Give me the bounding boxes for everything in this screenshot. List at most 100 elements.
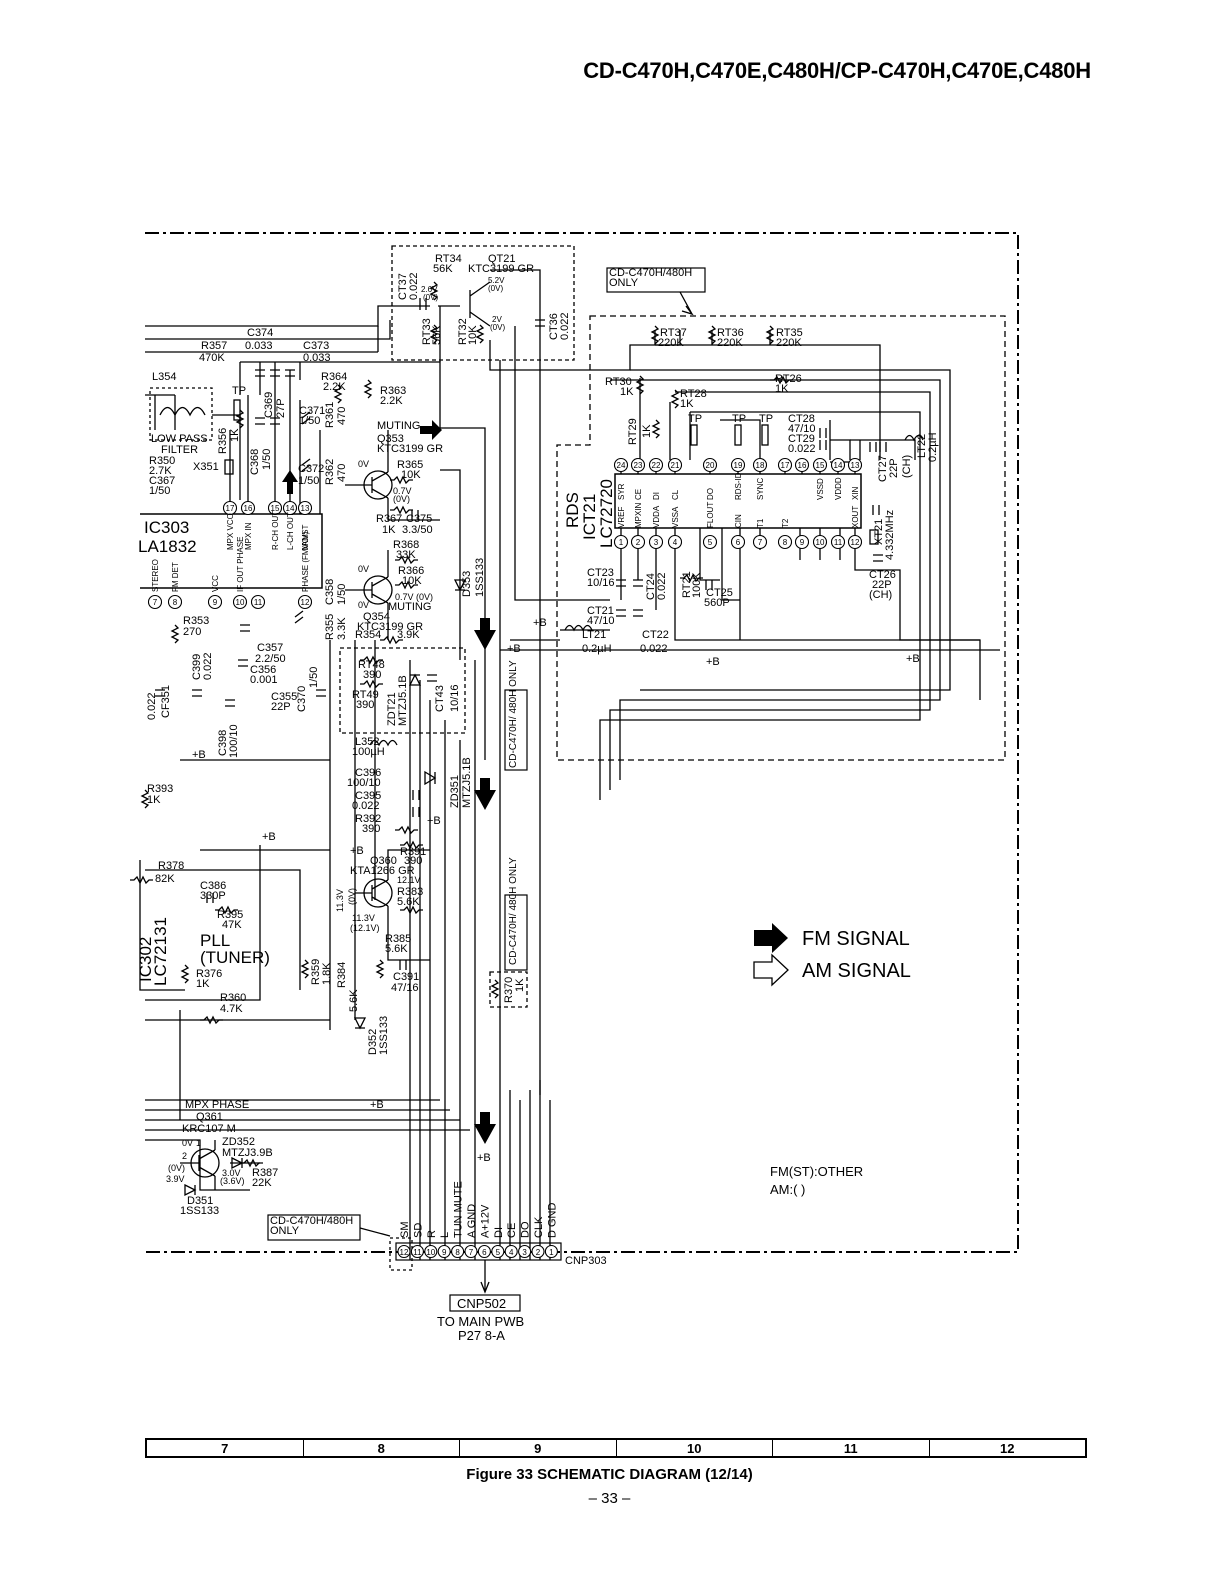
- c355-value-label: 22P: [271, 701, 291, 713]
- cnp303-pin-number: 10: [426, 1248, 435, 1257]
- voltage-2v: 2V: [492, 315, 502, 324]
- c358-value-label: 1/50: [336, 584, 348, 605]
- cnp303-signal-label: SM: [399, 1222, 411, 1239]
- ct43-ref-label: CT43: [434, 685, 446, 712]
- c357-value-label: 2.2/50: [255, 653, 286, 665]
- ict21-pin-top-name: VSSD: [816, 478, 825, 500]
- rt35-ref-label: RT35: [776, 327, 803, 339]
- q353-ref-label: Q353: [377, 433, 404, 445]
- voltage-0v-q360: (0V): [347, 888, 357, 905]
- r366-value-label: 10K: [402, 575, 422, 587]
- ict21-pin-bottom-name: T2: [781, 518, 790, 528]
- r363-ref-label: R363: [380, 385, 406, 397]
- grid-column-8: 8: [304, 1440, 460, 1456]
- grid-column-9: 9: [460, 1440, 617, 1456]
- cnp303-pin-circle: [437, 1244, 451, 1259]
- am-signal-arrow-icon: [753, 953, 789, 987]
- cnp303-signal-label: A GND: [466, 1204, 478, 1238]
- ict21-pin-top-name: XIN: [851, 486, 860, 500]
- r384-value-label: 5.6K: [348, 989, 360, 1012]
- c355-ref-label: C355: [271, 691, 297, 703]
- page-number: – 33 –: [588, 1490, 631, 1507]
- ct36-value-label: 0.022: [559, 312, 571, 340]
- rt21-value-label: 100K: [691, 572, 703, 598]
- r361-ref-label: R361: [324, 402, 336, 428]
- rt48-ref-label: RT48: [358, 659, 385, 671]
- r387-value-label: 22K: [252, 1177, 272, 1189]
- r367-ref-label: R367: [376, 513, 402, 525]
- ict21-pin-top-circle: [812, 457, 828, 473]
- rt21-ref-label: RT21: [681, 571, 693, 598]
- d351-ref-label: D351: [187, 1195, 213, 1207]
- tp-label-2: TP: [732, 413, 746, 425]
- q361-pin1-label: 1: [196, 1138, 201, 1148]
- qt21-ref-label: QT21: [488, 253, 516, 265]
- ic303-pin-bottom-number: 7: [153, 598, 158, 607]
- ict21-pin-bot-number: 6: [736, 538, 741, 547]
- cnp303-signal-label: SD: [412, 1223, 424, 1238]
- cnp303-pin-number: 8: [455, 1248, 460, 1257]
- ct27-ch-label: (CH): [901, 455, 913, 478]
- ic303-pin-top-circle: [297, 500, 313, 516]
- rt49-value-label: 390: [356, 699, 374, 711]
- r370-value-label: 1K: [514, 978, 526, 992]
- ict21-pin-bot-number: 4: [673, 538, 678, 547]
- lt21-value-label: 0.2µH: [582, 643, 612, 655]
- muting-label-2: MUTING: [388, 601, 431, 613]
- cnp303-signal-label: CE: [506, 1223, 518, 1238]
- ict21-pin-bot-circle: [730, 534, 746, 550]
- ic303-pin-bottom-name: FM DET: [171, 562, 180, 592]
- voltage-3-6v-paren: (3.6V): [220, 1176, 245, 1186]
- rt34-ref-label: RT34: [435, 253, 462, 265]
- ict21-pin-bot-number: 11: [834, 538, 843, 547]
- ict21-pin-bot-number: 2: [636, 538, 641, 547]
- c399-value-label: 0.022: [202, 652, 214, 680]
- r395-ref-label: R395: [217, 909, 243, 921]
- grid-reference-bar: 7 8 9 10 11 12: [145, 1438, 1087, 1458]
- voltage-0-7v-q353: 0.7V: [393, 486, 412, 496]
- c386-value-label: 330P: [200, 890, 226, 902]
- ict21-pin-bot-number: 9: [800, 538, 805, 547]
- q354-part-label: KTC3199 GR: [357, 621, 423, 633]
- board-boundary-frame: [145, 232, 1019, 1253]
- ict21-pin-bottom-name: XOUT: [851, 506, 860, 528]
- rt32-value-label: 10K: [467, 325, 479, 345]
- ict21-pin-top-name: CE: [634, 489, 643, 500]
- r393-ref-label: R393: [147, 783, 173, 795]
- cnp303-pin-number: 3: [522, 1248, 527, 1257]
- r368-ref-label: R368: [393, 539, 419, 551]
- q354-ref-label: Q354: [363, 611, 390, 623]
- ict21-pin-top-number: 24: [617, 461, 626, 470]
- ict21-pin-top-number: 21: [671, 461, 680, 470]
- ict21-pin-top-circle: [830, 457, 846, 473]
- ic303-pin-top-name: MPX VCO: [226, 513, 235, 550]
- ict21-pin-top-circle: [667, 457, 683, 473]
- plus-b-label-8: +B: [350, 845, 364, 857]
- cnp303-pin-circle: [544, 1244, 558, 1259]
- r387-ref-label: R387: [252, 1167, 278, 1179]
- r359-value-label: 1.8K: [321, 962, 333, 985]
- ict21-pin-bot-circle: [630, 534, 646, 550]
- cnp303-signal-label: L: [439, 1232, 451, 1238]
- r356-value-label: 1K: [229, 428, 241, 442]
- plus-b-label-9: +B: [370, 1099, 384, 1111]
- c395-ref-label: C395: [355, 790, 381, 802]
- r353-value-label: 270: [183, 626, 201, 638]
- rt33-value-label: 56K: [431, 325, 443, 345]
- rt29-value-label: 1K: [641, 424, 653, 438]
- ict21-pin-bot-circle: [777, 534, 793, 550]
- ict21-pin-top-circle: [630, 457, 646, 473]
- mpx-phase-label: MPX PHASE: [185, 1099, 249, 1111]
- zdt21-ref-label: ZDT21: [386, 692, 398, 726]
- zd351-part-label: MTZJ5.1B: [461, 757, 473, 808]
- cnp303-pin-number: 4: [509, 1248, 514, 1257]
- voltage-5-2v: 5.2V: [488, 276, 505, 285]
- r356-ref-label: R356: [217, 428, 229, 454]
- plus-b-label-3: +B: [706, 656, 720, 668]
- cnp303-pin-circle: [518, 1244, 532, 1259]
- ct28-value-label: 47/10: [788, 423, 816, 435]
- cnp303-pin-circle: [531, 1244, 545, 1259]
- r391-value-label: 390: [404, 855, 422, 867]
- r359-ref-label: R359: [310, 959, 322, 985]
- ct28-ref-label: CT28: [788, 413, 815, 425]
